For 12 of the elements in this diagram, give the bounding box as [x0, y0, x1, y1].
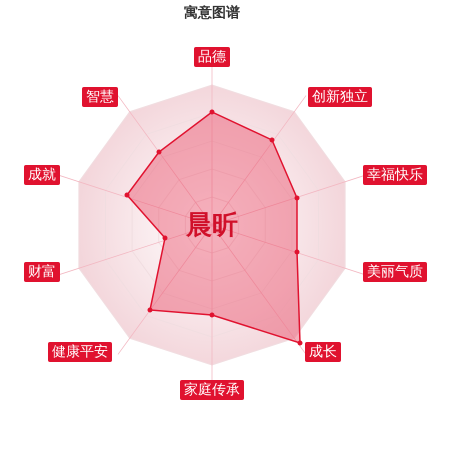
- axis-label: 健康平安: [48, 342, 112, 362]
- axis-label: 智慧: [82, 87, 118, 107]
- axis-label: 品德: [194, 47, 230, 67]
- axis-label: 美丽气质: [363, 262, 427, 282]
- axis-label: 财富: [24, 262, 60, 282]
- chart-title: 寓意图谱: [184, 4, 240, 22]
- axis-label: 成就: [24, 165, 60, 185]
- axis-label: 成长: [305, 342, 341, 362]
- axis-label: 家庭传承: [180, 380, 244, 400]
- center-name: 晨昕: [186, 210, 238, 242]
- axis-label: 幸福快乐: [363, 165, 427, 185]
- axis-label: 创新独立: [308, 87, 372, 107]
